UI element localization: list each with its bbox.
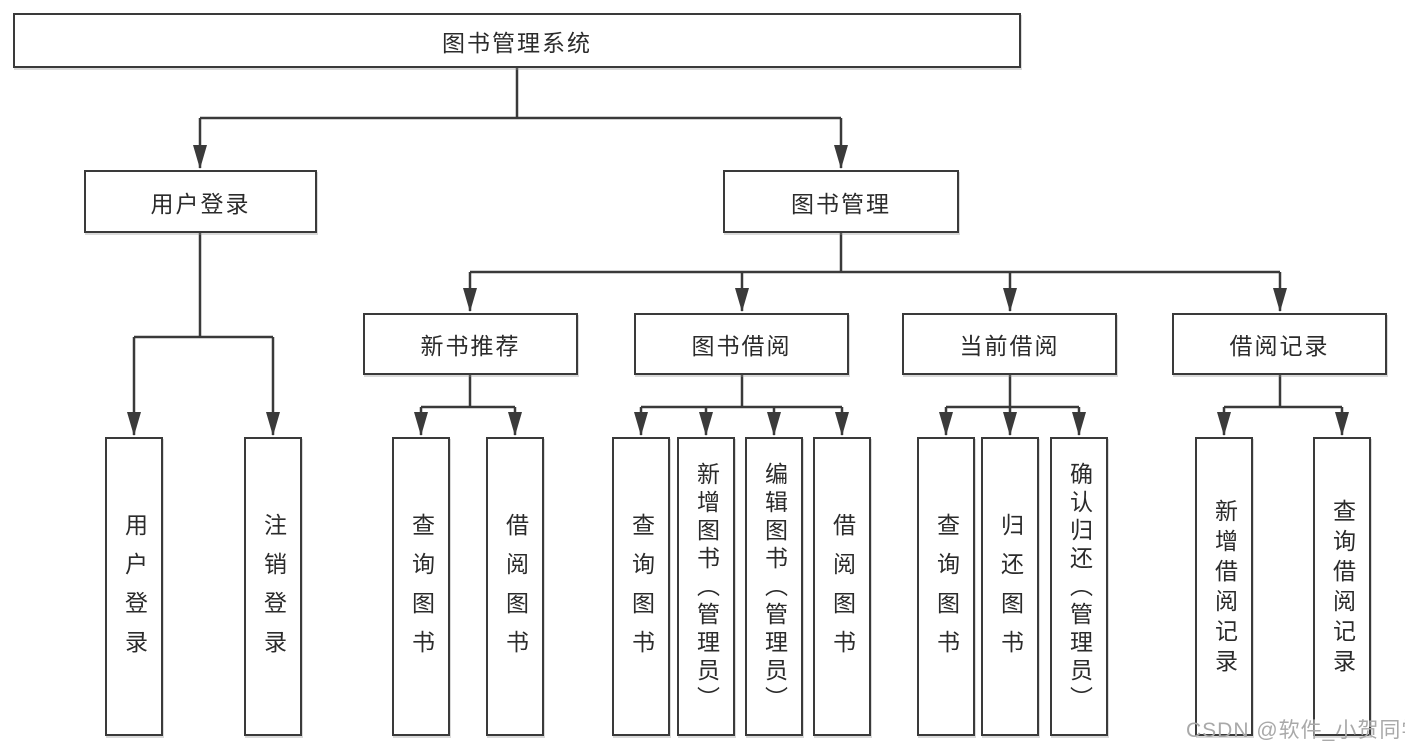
node-book-management-label: 图书管理: [791, 190, 891, 217]
node-user-login-label: 用户登录: [150, 190, 251, 217]
node-leaf-return-books-label: 归还图书: [997, 512, 1024, 669]
node-leaf-edit-books-admin: 编辑图书（管理员）: [745, 437, 803, 736]
node-leaf-add-borrow-record: 新增借阅记录: [1195, 437, 1253, 736]
node-leaf-query-borrow-record: 查询借阅记录: [1313, 437, 1371, 736]
node-user-login: 用户登录: [84, 170, 317, 233]
node-leaf-borrow-books-2-label: 借阅图书: [829, 512, 856, 669]
node-borrow-records: 借阅记录: [1172, 313, 1387, 375]
node-leaf-add-borrow-record-label: 新增借阅记录: [1211, 498, 1238, 679]
node-root-label: 图书管理系统: [442, 29, 592, 56]
node-leaf-logout: 注销登录: [244, 437, 302, 736]
node-leaf-query-books-3-label: 查询图书: [933, 512, 960, 669]
node-leaf-borrow-books-2: 借阅图书: [813, 437, 871, 736]
node-book-management: 图书管理: [723, 170, 959, 233]
node-leaf-user-login: 用户登录: [105, 437, 163, 736]
node-leaf-query-borrow-record-label: 查询借阅记录: [1329, 498, 1356, 679]
node-leaf-user-login-label: 用户登录: [121, 512, 148, 669]
node-leaf-confirm-return-admin: 确认归还（管理员）: [1050, 437, 1108, 736]
node-book-borrow-label: 图书借阅: [691, 333, 792, 359]
node-leaf-query-books-1: 查询图书: [392, 437, 450, 736]
node-leaf-borrow-books-1: 借阅图书: [486, 437, 544, 736]
node-leaf-query-books-2-label: 查询图书: [628, 512, 655, 669]
node-leaf-logout-label: 注销登录: [260, 512, 287, 669]
node-leaf-return-books: 归还图书: [981, 437, 1039, 736]
node-leaf-borrow-books-1-label: 借阅图书: [502, 512, 529, 669]
node-leaf-query-books-1-label: 查询图书: [408, 512, 435, 669]
node-current-borrow-label: 当前借阅: [959, 333, 1060, 359]
node-book-borrow: 图书借阅: [634, 313, 849, 375]
node-root: 图书管理系统: [13, 13, 1021, 68]
node-leaf-add-books-admin-label: 新增图书（管理员）: [693, 461, 720, 714]
node-new-book-recommend: 新书推荐: [363, 313, 578, 375]
node-leaf-query-books-2: 查询图书: [612, 437, 670, 736]
node-borrow-records-label: 借阅记录: [1229, 333, 1330, 359]
node-leaf-add-books-admin: 新增图书（管理员）: [677, 437, 735, 736]
node-leaf-edit-books-admin-label: 编辑图书（管理员）: [761, 461, 788, 714]
node-new-book-recommend-label: 新书推荐: [420, 333, 521, 359]
node-leaf-query-books-3: 查询图书: [917, 437, 975, 736]
csdn-watermark: CSDN @软件_小贺同学: [1186, 719, 1405, 742]
node-leaf-confirm-return-admin-label: 确认归还（管理员）: [1066, 461, 1093, 714]
node-current-borrow: 当前借阅: [902, 313, 1117, 375]
